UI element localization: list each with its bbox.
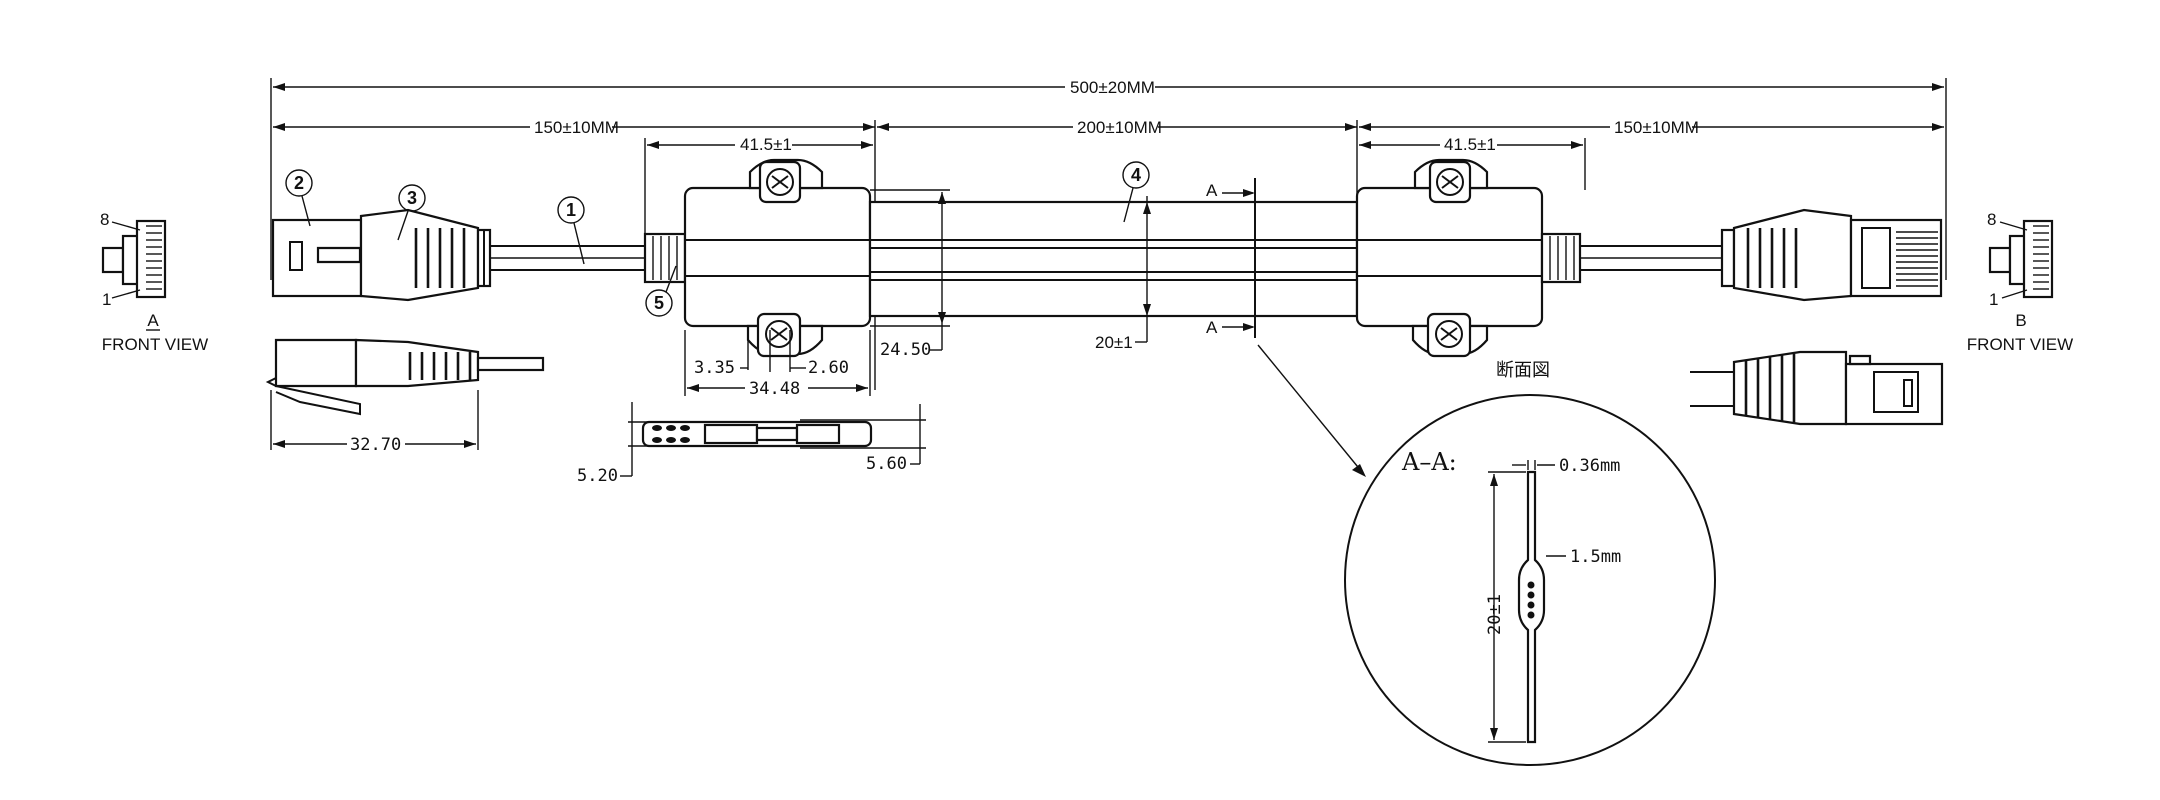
clip-dimensions: 3.35 2.60 34.48 [684, 330, 871, 399]
box-height-label: 24.50 [880, 340, 931, 360]
overall-length-label: 500±20MM [1070, 78, 1155, 97]
front-b-pin-1: 1 [1989, 290, 1998, 309]
front-a-pin-1: 1 [102, 290, 111, 309]
left-segment-dimension: 150±10MM [273, 118, 875, 137]
callout-5: 5 [645, 265, 677, 317]
right-rj45-plug [1720, 208, 1943, 302]
middle-segment-dimension: 200±10MM [877, 118, 1357, 137]
left-box-dimension: 41.5±1 [644, 120, 876, 390]
front-b-caption: FRONT VIEW [1967, 335, 2073, 354]
section-detail-view: A–A: 0.36mm 1.5mm 20±1 [1344, 394, 1716, 766]
section-marker-top: A [1206, 181, 1218, 200]
section-width-label: 20±1 [1485, 594, 1505, 635]
section-marker-bottom: A [1206, 318, 1218, 337]
right-ferrite-box [1355, 158, 1544, 358]
side-5-60-label: 5.60 [866, 454, 907, 474]
section-thickness-label: 0.36mm [1559, 456, 1620, 476]
cable-width-dimension: 20±1 [1095, 196, 1151, 352]
front-view-a: 8 1 A FRONT VIEW [100, 210, 208, 354]
right-flat-cable [1580, 245, 1734, 271]
left-box-width-label: 41.5±1 [740, 135, 792, 154]
overall-dimension: 500±20MM [270, 78, 1947, 280]
right-plug-side-view [1690, 350, 1944, 426]
front-a-caption: FRONT VIEW [102, 335, 208, 354]
left-plug-side-view: 32.70 [265, 338, 545, 455]
middle-segment-label: 200±10MM [1077, 118, 1162, 137]
front-a-pin-8: 8 [100, 210, 109, 229]
callout-1: 1 [557, 196, 585, 265]
svg-text:4: 4 [1131, 165, 1141, 185]
callout-3: 3 [397, 184, 426, 241]
section-caption: 断面図 [1496, 360, 1550, 381]
right-strain-relief [1540, 232, 1582, 284]
right-segment-dimension: 150±10MM [1359, 118, 1944, 137]
callout-4: 4 [1122, 161, 1150, 223]
clip-span-label: 34.48 [749, 379, 800, 399]
callout-2: 2 [285, 169, 313, 227]
front-view-b: 8 1 B FRONT VIEW [1967, 210, 2073, 354]
front-b-letter: B [2015, 311, 2026, 330]
front-a-letter: A [147, 311, 159, 330]
svg-text:2: 2 [294, 173, 304, 193]
middle-flat-cable [868, 200, 1359, 318]
front-b-pin-8: 8 [1987, 210, 1996, 229]
side-5-20-label: 5.20 [577, 466, 618, 486]
left-rj45-plug [271, 208, 492, 302]
section-title: A–A: [1401, 448, 1457, 476]
cable-width-label: 20±1 [1095, 333, 1133, 352]
svg-text:1: 1 [566, 200, 576, 220]
clip-3-35-label: 3.35 [694, 358, 735, 378]
left-flat-cable [490, 245, 645, 271]
box-side-view: 5.20 5.60 [577, 402, 926, 486]
left-ferrite-box [683, 158, 872, 358]
section-cut-markers: A A [1206, 178, 1256, 338]
right-segment-label: 150±10MM [1614, 118, 1699, 137]
clip-2-60-label: 2.60 [808, 358, 849, 378]
box-height-dimension: 24.50 [870, 189, 950, 360]
right-box-width-label: 41.5±1 [1444, 135, 1496, 154]
section-leader: 断面図 [1257, 344, 1550, 477]
svg-text:3: 3 [407, 188, 417, 208]
left-strain-relief [643, 232, 687, 284]
left-segment-label: 150±10MM [534, 118, 619, 137]
right-box-dimension: 41.5±1 [1356, 120, 1586, 200]
section-bulge-label: 1.5mm [1570, 547, 1621, 567]
plug-length-label: 32.70 [350, 435, 401, 455]
svg-text:5: 5 [654, 293, 664, 313]
